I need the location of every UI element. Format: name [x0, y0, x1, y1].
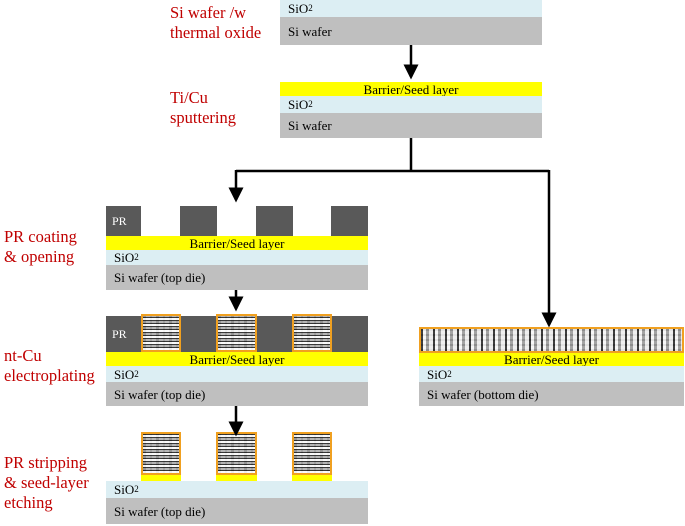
seed-label: Barrier/Seed layer — [363, 81, 459, 97]
sio2-subscript: 2 — [134, 368, 139, 379]
pr-label: PR — [112, 214, 127, 228]
pr-block — [331, 206, 368, 236]
nt-cu-pillar — [292, 314, 332, 352]
si-wafer-label: Si wafer (bottom die) — [427, 386, 539, 402]
si-wafer-label: Si wafer (top die) — [114, 503, 206, 519]
step-label-2: Ti/Cu sputtering — [170, 88, 236, 127]
pr-block: PR — [106, 206, 141, 236]
si-wafer-layer: Si wafer (top die) — [106, 382, 368, 406]
si-wafer-label: Si wafer — [288, 23, 332, 39]
seed-remnant — [216, 475, 257, 481]
pr-block — [180, 206, 217, 236]
si-wafer-layer: Si wafer — [280, 17, 542, 45]
pr-block — [256, 316, 293, 352]
sio2-label: SiO — [427, 366, 448, 382]
pr-label: PR — [112, 327, 127, 341]
step-label-4: nt-Cu electroplating — [4, 346, 95, 385]
seed-remnant — [141, 475, 181, 481]
seed-label: Barrier/Seed layer — [504, 352, 599, 367]
step-label-5: PR stripping & seed-layer etching — [4, 453, 89, 512]
pr-block — [180, 316, 217, 352]
si-wafer-layer: Si wafer (bottom die) — [419, 382, 684, 406]
nt-cu-film — [419, 327, 684, 353]
nt-cu-pillar — [216, 432, 257, 475]
sio2-label: SiO — [114, 482, 135, 497]
arrow-split — [236, 138, 549, 173]
si-wafer-layer: Si wafer (top die) — [106, 498, 368, 524]
nt-cu-pillar — [216, 314, 257, 352]
pr-block: PR — [106, 316, 141, 352]
si-wafer-label: Si wafer (top die) — [114, 270, 206, 285]
sio2-label: SiO — [114, 366, 135, 382]
pr-block — [331, 316, 368, 352]
si-wafer-label: Si wafer (top die) — [114, 386, 206, 402]
si-wafer-label: Si wafer — [288, 118, 332, 133]
nt-cu-pillar — [292, 432, 332, 475]
pr-block — [256, 206, 293, 236]
seed-label: Barrier/Seed layer — [189, 351, 285, 367]
seed-layer: Barrier/Seed layer — [106, 352, 368, 366]
sio2-subscript: 2 — [308, 3, 313, 13]
step-label-3: PR coating & opening — [4, 227, 77, 266]
sio2-subscript: 2 — [134, 252, 139, 262]
sio2-subscript: 2 — [447, 368, 452, 379]
seed-label: Barrier/Seed layer — [189, 235, 285, 251]
seed-layer: Barrier/Seed layer — [419, 353, 684, 366]
si-wafer-layer: Si wafer (top die) — [106, 265, 368, 290]
sio2-label: SiO — [288, 1, 309, 16]
sio2-subscript: 2 — [308, 99, 313, 109]
step-label-1: Si wafer /w thermal oxide — [170, 3, 262, 42]
nt-cu-pillar — [141, 432, 181, 475]
si-wafer-layer: Si wafer — [280, 113, 542, 138]
seed-remnant — [292, 475, 332, 481]
nt-cu-pillar — [141, 314, 181, 352]
seed-layer: Barrier/Seed layer — [280, 82, 542, 96]
sio2-label: SiO — [114, 250, 135, 265]
sio2-subscript: 2 — [134, 484, 139, 494]
sio2-label: SiO — [288, 97, 309, 112]
seed-layer: Barrier/Seed layer — [106, 236, 368, 250]
